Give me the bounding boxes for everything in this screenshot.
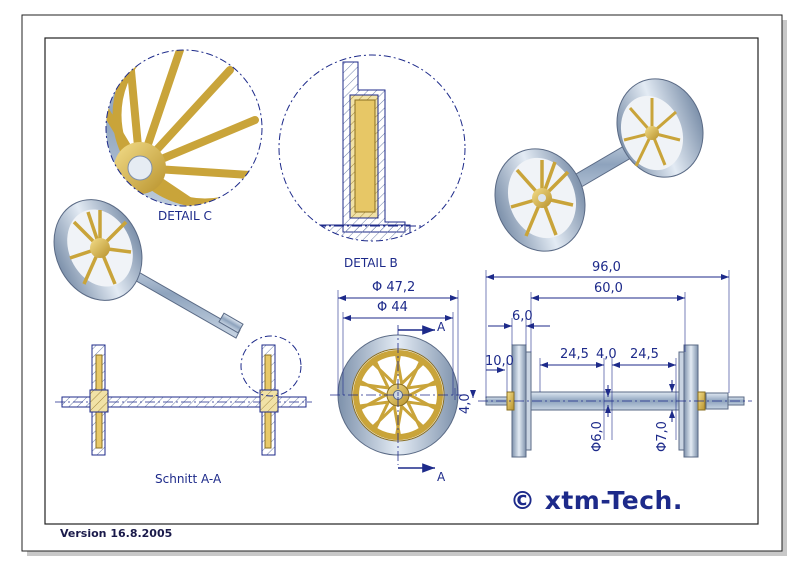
dim-length-6: 6,0: [512, 309, 533, 324]
wheel-spoke: [405, 361, 437, 390]
sheet-inner-frame: [44, 37, 759, 525]
wheel-isometric-left: [53, 199, 244, 339]
dim-height-4: 4,0: [458, 393, 473, 414]
wheelset-isometric-top-right: [494, 78, 704, 252]
section-mark-bottom: A: [437, 470, 446, 484]
detail-b-view: [278, 54, 466, 242]
wheelset-side-view: [470, 270, 752, 458]
dim-diameter-7: Φ7,0: [655, 421, 670, 452]
section-a-a-view: [55, 335, 312, 456]
section-a-a-label: Schnitt A-A: [155, 472, 222, 486]
version-label: Version 16.8.2005: [60, 527, 173, 540]
wheel-front-view: [330, 290, 466, 473]
dim-diameter-inner: Φ 44: [377, 300, 408, 315]
dim-length-total: 96,0: [592, 260, 621, 275]
dim-diameter-outer: Φ 47,2: [372, 280, 416, 295]
dim-length-60: 60,0: [594, 281, 623, 296]
brand-logo-text: © xtm-Tech.: [510, 486, 683, 515]
dim-diameter-6: Φ6,0: [590, 421, 605, 452]
section-mark-top: A: [437, 320, 446, 334]
detail-c-label: DETAIL C: [158, 209, 212, 223]
detail-b-label: DETAIL B: [344, 256, 398, 270]
dim-length-4: 4,0: [596, 347, 617, 362]
dim-length-10: 10,0: [485, 354, 514, 369]
dim-length-24-a: 24,5: [560, 347, 589, 362]
dim-length-24-b: 24,5: [630, 347, 659, 362]
